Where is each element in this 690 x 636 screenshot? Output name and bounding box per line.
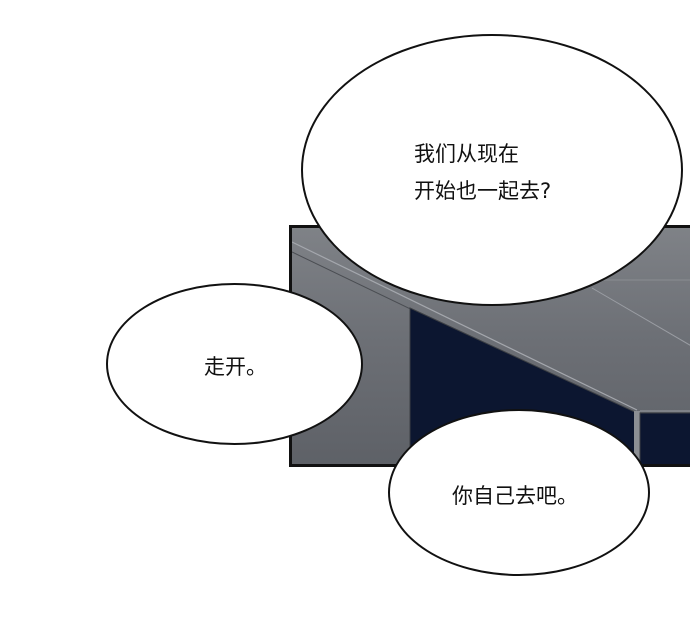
- window-night-sky-right: [639, 412, 690, 464]
- speech-line: 我们从现在: [414, 142, 519, 166]
- speech-text-bottom: 你自己去吧。: [452, 478, 578, 515]
- wall-edge-line: [591, 287, 690, 346]
- speech-bubble-top: [301, 34, 683, 306]
- window-frame-post: [634, 411, 640, 464]
- speech-text-top: 我们从现在 开始也一起去?: [414, 136, 551, 210]
- ceiling-beam-line: [292, 241, 638, 411]
- speech-bubble-bottom: [388, 409, 650, 576]
- speech-line: 走开。: [204, 355, 267, 379]
- speech-line: 开始也一起去?: [414, 179, 552, 203]
- speech-bubble-left: [106, 283, 363, 445]
- speech-text-left: 走开。: [204, 349, 267, 386]
- speech-line: 你自己去吧。: [452, 484, 578, 508]
